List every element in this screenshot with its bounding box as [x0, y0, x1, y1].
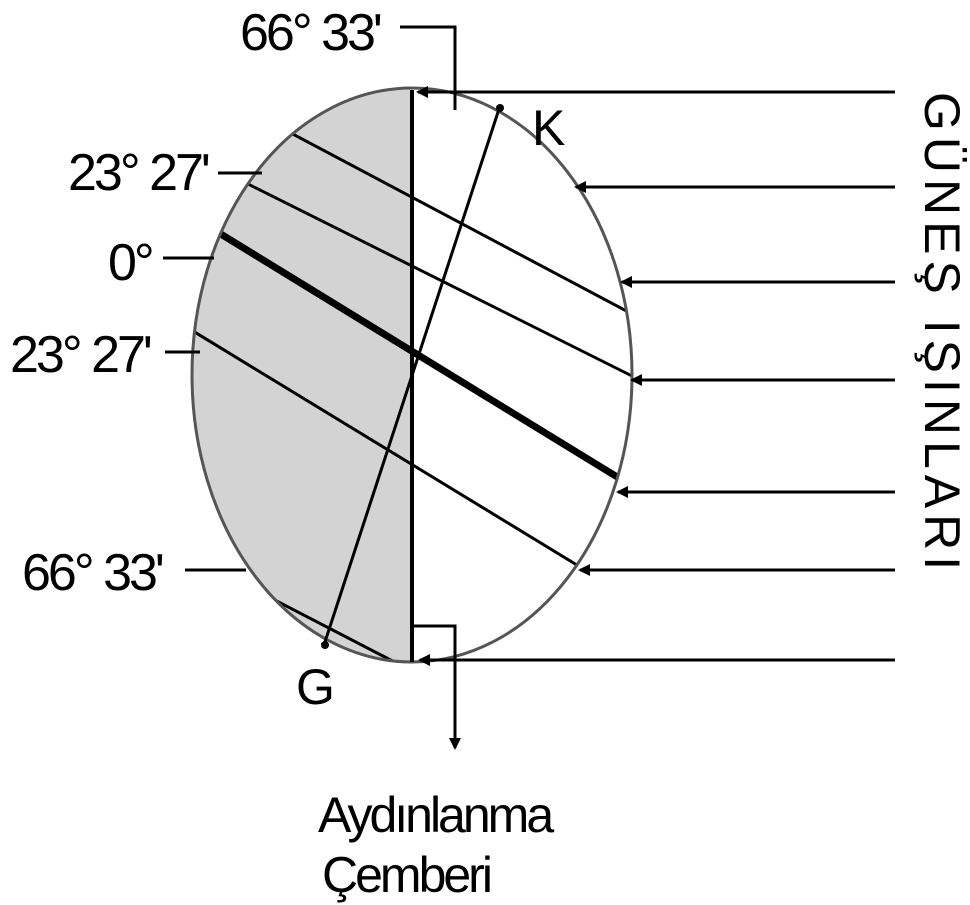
terminator-label-line1: Aydınlanma: [318, 787, 554, 843]
pole-label-south: G: [296, 659, 332, 715]
pole-label-north: K: [532, 100, 565, 156]
parallel-66n-line: [192, 88, 632, 352]
sun-rays-label: GÜNEŞ IŞINLARI: [914, 92, 970, 576]
terminator-label-line2: Çemberi: [322, 847, 490, 903]
lat-label-tropic-north: 23° 27': [68, 144, 209, 202]
day-side: [412, 88, 632, 662]
parallel-23n-line: [192, 88, 632, 442]
lat-label-tropic-south: 23° 27': [10, 326, 151, 384]
lat-label-top-polar: 66° 33': [240, 4, 381, 62]
leader-66n: [400, 25, 457, 110]
right-angle-mark: [412, 624, 457, 662]
night-side: [192, 88, 412, 662]
lat-label-bottom-polar: 66° 33': [22, 544, 163, 602]
earth-axis: [321, 105, 502, 649]
lat-label-equator: 0°: [108, 234, 152, 292]
north-pole-dot: [496, 104, 504, 112]
south-pole-dot: [321, 641, 329, 649]
